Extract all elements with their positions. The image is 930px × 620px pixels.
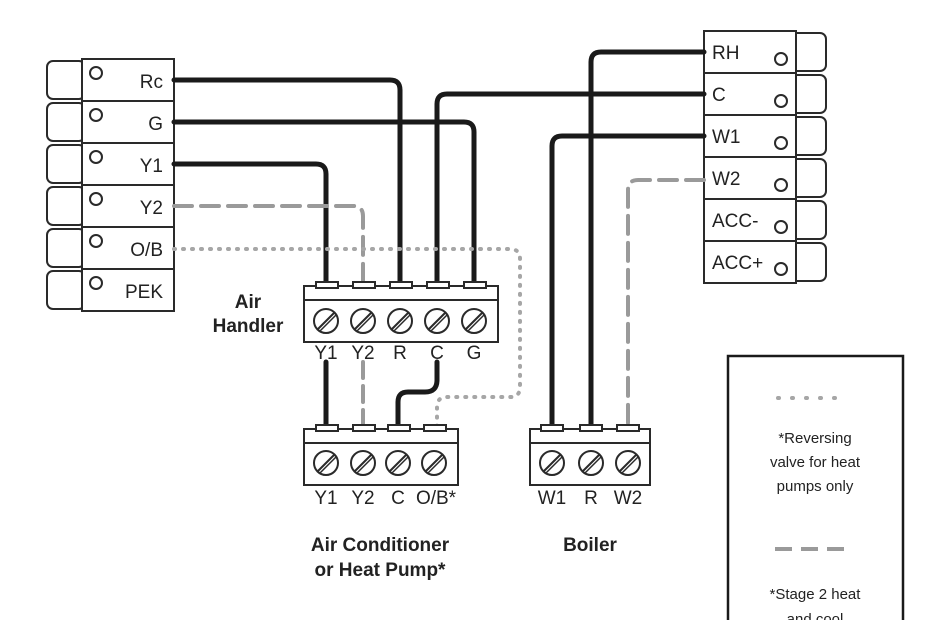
wire-y2-to-y2	[172, 204, 365, 286]
screw-icon	[313, 450, 339, 476]
tab-g	[46, 102, 86, 142]
legend-dotted-text-2: valve for heat	[770, 454, 861, 471]
ac-label-y1: Y1	[314, 488, 337, 509]
ah-label-g: G	[467, 343, 482, 364]
right-terminal-block: RH C W1 W2 ACC- ACC+	[703, 30, 827, 284]
screw-icon	[615, 450, 641, 476]
right-label-acc-plus: ACC+	[712, 253, 763, 274]
wire-g-to-g	[171, 119, 477, 287]
left-label-g: G	[148, 114, 163, 135]
wire-y1-to-y1	[171, 161, 329, 287]
right-label-acc-minus: ACC-	[712, 211, 758, 232]
right-label-w1: W1	[712, 127, 741, 148]
legend-dashed-text-2: and cool	[787, 611, 844, 620]
left-label-pek: PEK	[125, 282, 163, 303]
screw-icon	[350, 308, 376, 334]
screw-icon	[774, 220, 788, 234]
left-label-rc: Rc	[140, 72, 163, 93]
boiler-label-w1: W1	[538, 488, 567, 509]
wire-c-to-c	[434, 91, 707, 287]
tab-y1	[46, 144, 86, 184]
boiler-title: Boiler	[563, 535, 617, 556]
screw-icon	[774, 136, 788, 150]
ah-label-r: R	[393, 343, 407, 364]
condenser-title-line1: Air Conditioner	[311, 535, 450, 556]
legend-dotted-text-3: pumps only	[777, 478, 854, 495]
legend-dotted-text-1: *Reversing	[778, 430, 851, 447]
wire-w1-to-boiler-w1	[549, 133, 707, 430]
screw-icon	[385, 450, 411, 476]
right-label-c: C	[712, 85, 726, 106]
terminal-acc-plus	[703, 240, 797, 284]
screw-icon	[461, 308, 487, 334]
wire-ah-c-to-ac-c	[395, 359, 440, 430]
right-label-w2: W2	[712, 169, 741, 190]
terminal-w1	[703, 114, 797, 158]
screw-icon	[89, 108, 103, 122]
terminal-rc	[81, 58, 175, 102]
screw-icon	[387, 308, 413, 334]
screw-icon	[774, 178, 788, 192]
wire-w2-to-boiler-w2	[626, 178, 706, 429]
screw-icon	[578, 450, 604, 476]
screw-icon	[424, 308, 450, 334]
screw-icon	[774, 52, 788, 66]
legend-frame	[726, 354, 905, 620]
wire-ob-to-ob	[172, 247, 522, 429]
boiler-label-r: R	[584, 488, 598, 509]
condenser-title-line2: or Heat Pump*	[315, 560, 447, 581]
ac-label-y2: Y2	[351, 488, 374, 509]
ah-label-y1: Y1	[314, 343, 337, 364]
screw-icon	[89, 276, 103, 290]
screw-icon	[774, 94, 788, 108]
screw-icon	[313, 308, 339, 334]
screw-icon	[350, 450, 376, 476]
terminal-rh	[703, 30, 797, 74]
legend-dashed-text-1: *Stage 2 heat	[770, 586, 862, 603]
ah-label-y2: Y2	[351, 343, 374, 364]
air-handler-title-line2: Handler	[213, 316, 284, 337]
boiler-label-w2: W2	[614, 488, 643, 509]
legend-box: *Reversing valve for heat pumps only *St…	[726, 354, 905, 620]
terminal-c	[703, 72, 797, 116]
screw-icon	[539, 450, 565, 476]
tab-pek	[46, 270, 86, 310]
left-label-y1: Y1	[140, 156, 163, 177]
tab-rc	[46, 60, 86, 100]
tab-ob	[46, 228, 86, 268]
screw-icon	[89, 234, 103, 248]
screw-icon	[421, 450, 447, 476]
screw-icon	[774, 262, 788, 276]
wire-rc-to-r	[171, 77, 403, 287]
ah-label-c: C	[430, 343, 444, 364]
terminal-pek	[81, 268, 175, 312]
screw-icon	[89, 150, 103, 164]
ac-label-ob: O/B*	[416, 488, 457, 509]
left-label-y2: Y2	[140, 198, 163, 219]
air-handler-title-line1: Air	[235, 292, 262, 313]
terminal-acc-minus	[703, 198, 797, 242]
screw-icon	[89, 192, 103, 206]
boiler-block: W1 R W2 Boiler	[529, 424, 651, 556]
tab-y2	[46, 186, 86, 226]
left-terminal-block: Rc G Y1 Y2 O/B PEK	[46, 58, 175, 312]
screw-icon	[89, 66, 103, 80]
air-handler-block: Y1 Y2 R C G Air Handler	[213, 281, 499, 364]
wire-rh-to-boiler-r	[588, 49, 707, 430]
right-label-rh: RH	[712, 43, 739, 64]
ac-label-c: C	[391, 488, 405, 509]
wires	[171, 49, 707, 430]
condenser-block: Y1 Y2 C O/B* Air Conditioner or Heat Pum…	[303, 424, 459, 581]
left-label-ob: O/B	[130, 240, 163, 261]
